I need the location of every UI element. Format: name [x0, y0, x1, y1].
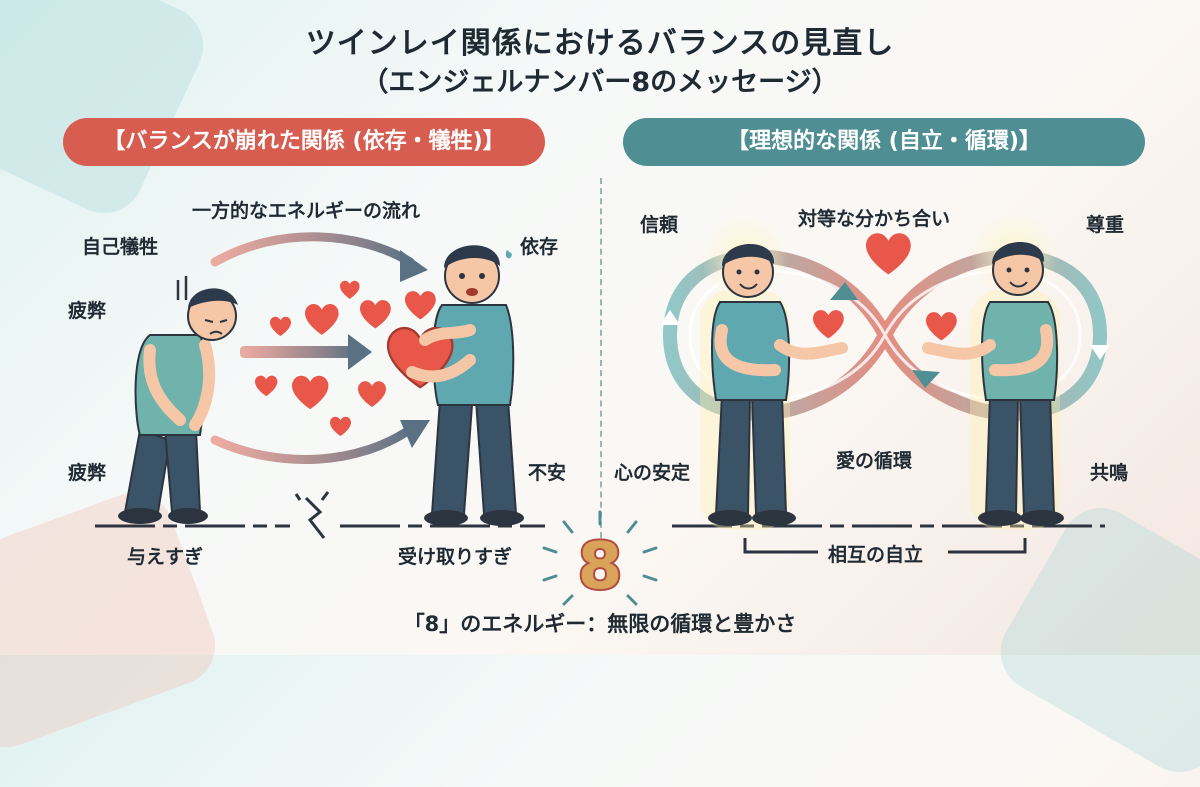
panel-divider: [600, 178, 602, 538]
calm-man-right-figure: [922, 212, 1064, 530]
dependent-man-figure: [424, 245, 524, 526]
label-one-way-flow: 一方的なエネルギーの流れ: [192, 200, 421, 222]
label-equal-sharing: 対等な分かち合い: [798, 208, 951, 230]
label-fatigue-bottom: 疲弊: [68, 462, 107, 484]
page-title: ツインレイ関係におけるバランスの見直し: [305, 26, 895, 61]
broken-link-icon: [294, 491, 330, 539]
label-resonance: 共鳴: [1090, 462, 1129, 484]
label-mutual-independence: 相互の自立: [828, 544, 924, 566]
exhausted-man-figure: [118, 276, 238, 524]
page-subtitle: （エンジェルナンバー8のメッセージ）: [361, 67, 839, 98]
label-love-cycle: 愛の循環: [836, 450, 913, 472]
label-trust: 信頼: [640, 214, 679, 236]
footer-caption: 「8」のエネルギー：無限の循環と豊かさ: [403, 612, 797, 636]
mutual-independence-bracket: [743, 538, 1027, 554]
label-fatigue-top: 疲弊: [68, 300, 107, 322]
emblem-digit: 8: [578, 530, 623, 604]
illustration: 8: [95, 212, 1108, 606]
label-receive-too-much: 受け取りすぎ: [398, 546, 513, 568]
one-way-arrows: [210, 232, 430, 464]
held-heart-icon: [386, 324, 476, 389]
label-dependence: 依存: [520, 236, 559, 258]
banner-unbalanced: 【バランスが崩れた関係 (依存・犠牲)】: [63, 118, 545, 166]
banner-ideal: 【理想的な関係 (自立・循環)】: [623, 118, 1145, 166]
sunburst-icon: [542, 510, 658, 606]
shared-heart-icon: [866, 233, 911, 275]
calm-man-left-figure: [700, 214, 848, 530]
label-anxiety: 不安: [528, 462, 567, 484]
label-self-sacrifice: 自己犠牲: [82, 236, 159, 258]
label-peace-of-mind: 心の安定: [614, 462, 691, 484]
label-respect: 尊重: [1086, 214, 1125, 236]
label-give-too-much: 与えすぎ: [127, 546, 204, 568]
